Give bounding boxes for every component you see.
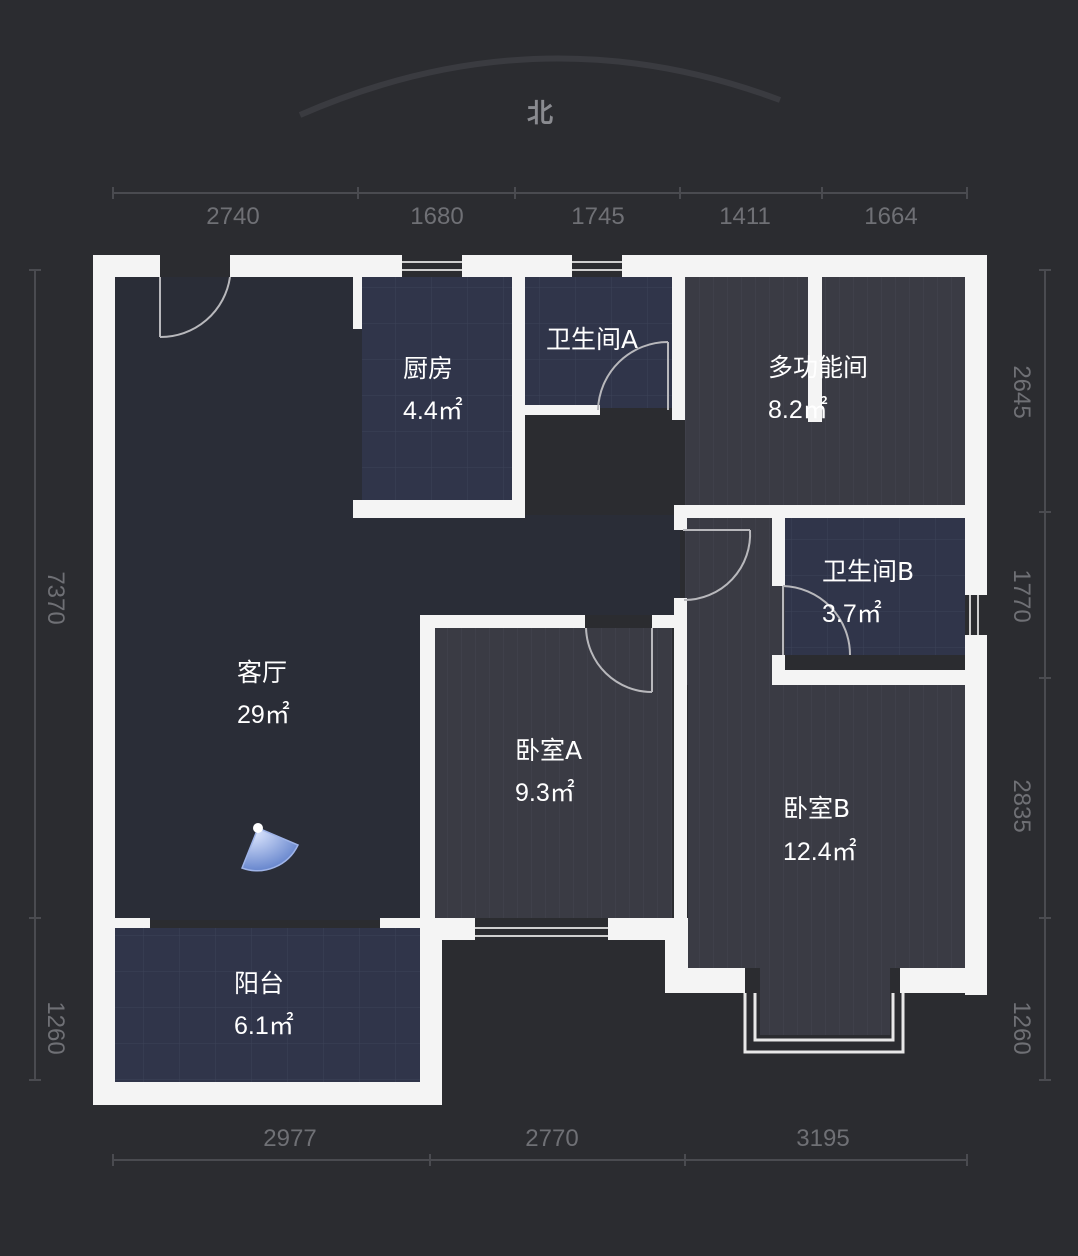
bottom-dimensions: 2977 2770 3195 xyxy=(263,1125,849,1152)
room-area: 4.4㎡ xyxy=(403,397,463,425)
bedroom-b-floor xyxy=(688,685,965,968)
room-name: 客厅 xyxy=(237,658,287,687)
floors xyxy=(115,277,965,1082)
room-bathroom-b[interactable]: 卫生间B 3.7㎡ xyxy=(822,557,914,628)
dim-bottom-1: 2977 xyxy=(263,1125,316,1152)
room-balcony[interactable]: 阳台 6.1㎡ xyxy=(234,969,294,1040)
room-name: 卫生间A xyxy=(546,325,638,354)
room-name: 卧室B xyxy=(783,794,850,823)
kitchen-floor xyxy=(362,277,512,508)
room-area: 29㎡ xyxy=(237,701,290,729)
right-dimensions: 2645 1770 2835 1260 xyxy=(1008,365,1035,1054)
dim-top-1: 2740 xyxy=(206,203,259,230)
bay-window-floor xyxy=(760,968,890,1035)
multi-room-floor xyxy=(685,277,965,505)
room-name: 卧室A xyxy=(515,736,582,765)
room-area: 3.7㎡ xyxy=(822,600,882,628)
compass-north-label: 北 xyxy=(527,99,553,129)
room-bedroom-b[interactable]: 卧室B 12.4㎡ xyxy=(783,794,857,866)
top-dimensions: 2740 1680 1745 1411 1664 xyxy=(206,203,917,230)
room-kitchen[interactable]: 厨房 4.4㎡ xyxy=(403,354,463,425)
dim-right-4: 1260 xyxy=(1008,1001,1035,1054)
dim-right-1: 2645 xyxy=(1008,365,1035,418)
room-name: 厨房 xyxy=(403,354,453,383)
walls xyxy=(93,255,987,1105)
left-dimensions: 7370 1260 xyxy=(42,571,69,1054)
hallway-floor xyxy=(685,518,785,685)
balcony-floor xyxy=(115,928,420,1082)
room-name: 卫生间B xyxy=(822,557,914,586)
dim-right-3: 2835 xyxy=(1008,779,1035,832)
dim-bottom-3: 3195 xyxy=(796,1125,849,1152)
living-room-floor xyxy=(115,277,680,920)
room-area: 9.3㎡ xyxy=(515,779,575,807)
room-bathroom-a[interactable]: 卫生间A xyxy=(546,325,638,354)
dim-top-2: 1680 xyxy=(410,203,463,230)
dim-bottom-2: 2770 xyxy=(525,1125,578,1152)
camera-view-icon xyxy=(241,823,300,872)
dimension-lines xyxy=(29,187,1051,1166)
doors xyxy=(159,276,851,693)
bedroom-a-floor xyxy=(435,628,672,918)
room-multi-function[interactable]: 多功能间 8.2㎡ xyxy=(768,353,868,424)
dim-top-5: 1664 xyxy=(864,203,917,230)
room-living[interactable]: 客厅 29㎡ xyxy=(237,658,290,729)
dim-right-2: 1770 xyxy=(1008,569,1035,622)
compass-arc xyxy=(298,55,782,118)
room-area: 12.4㎡ xyxy=(783,838,857,866)
dim-left-1: 7370 xyxy=(42,571,69,624)
room-bedroom-a[interactable]: 卧室A 9.3㎡ xyxy=(515,736,582,807)
room-name: 多功能间 xyxy=(768,353,868,382)
dim-left-2: 1260 xyxy=(42,1001,69,1054)
dim-top-3: 1745 xyxy=(571,203,624,230)
bathroom-b-floor xyxy=(785,518,965,655)
room-name: 阳台 xyxy=(234,969,284,998)
room-area: 8.2㎡ xyxy=(768,396,828,424)
bathroom-a-floor xyxy=(525,277,672,408)
room-area: 6.1㎡ xyxy=(234,1012,294,1040)
dim-top-4: 1411 xyxy=(719,203,771,230)
